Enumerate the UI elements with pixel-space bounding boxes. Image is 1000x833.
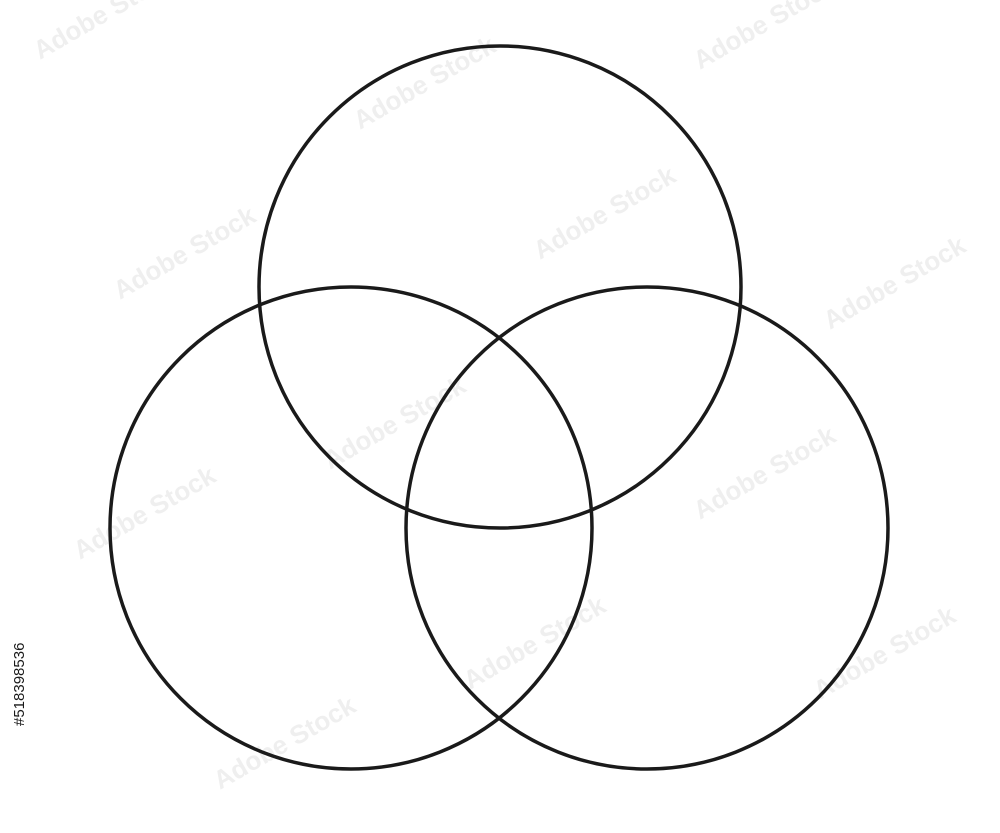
- watermark-text: Adobe Stock: [688, 419, 841, 525]
- venn-circle-top: [257, 44, 743, 530]
- stock-id-label: #518398536: [11, 643, 28, 726]
- watermark-layer: Adobe Stock Adobe Stock Adobe Stock Adob…: [28, 0, 971, 795]
- watermark-text: Adobe Stock: [808, 599, 961, 705]
- watermark-text: Adobe Stock: [688, 0, 841, 75]
- venn-circle-right: [404, 285, 890, 771]
- venn-circle-left: [108, 285, 594, 771]
- watermark-text: Adobe Stock: [108, 199, 261, 305]
- watermark-text: Adobe Stock: [68, 459, 221, 565]
- watermark-text: Adobe Stock: [28, 0, 181, 65]
- watermark-text: Adobe Stock: [208, 689, 361, 795]
- watermark-text: Adobe Stock: [458, 589, 611, 695]
- watermark-text: Adobe Stock: [318, 369, 471, 475]
- stock-id-text: #518398536: [11, 643, 28, 726]
- watermark-text: Adobe Stock: [528, 159, 681, 265]
- watermark-text: Adobe Stock: [818, 229, 971, 335]
